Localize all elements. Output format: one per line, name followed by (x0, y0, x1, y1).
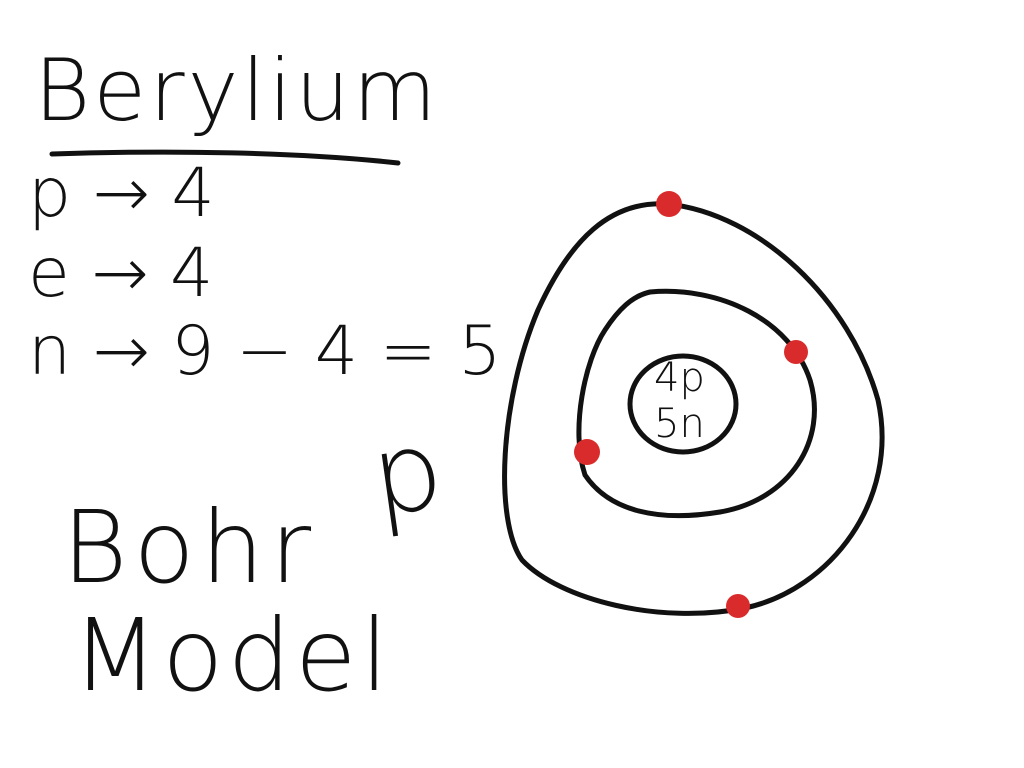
outer-shell (502, 201, 885, 616)
nucleus-circle (627, 353, 739, 455)
electron-outer-top (656, 191, 682, 217)
nucleus-protons: 4p (654, 355, 705, 401)
model-label-line2: Model (72, 597, 393, 714)
neutron-count: n → 9 − 4 = 5 (28, 312, 502, 391)
electron-outer-bottom (726, 594, 750, 618)
nucleus-neutrons: 5n (654, 401, 705, 447)
proton-count: p → 4 (28, 154, 215, 233)
electron-count: e → 4 (28, 234, 214, 313)
stray-mark: p (363, 404, 451, 542)
element-title: Berylium (34, 41, 440, 141)
inner-shell (576, 288, 817, 519)
electron-inner-left (574, 439, 600, 465)
electron-inner-right (784, 340, 808, 364)
model-label-line1: Bohr (62, 489, 318, 606)
title-underline (49, 149, 401, 166)
